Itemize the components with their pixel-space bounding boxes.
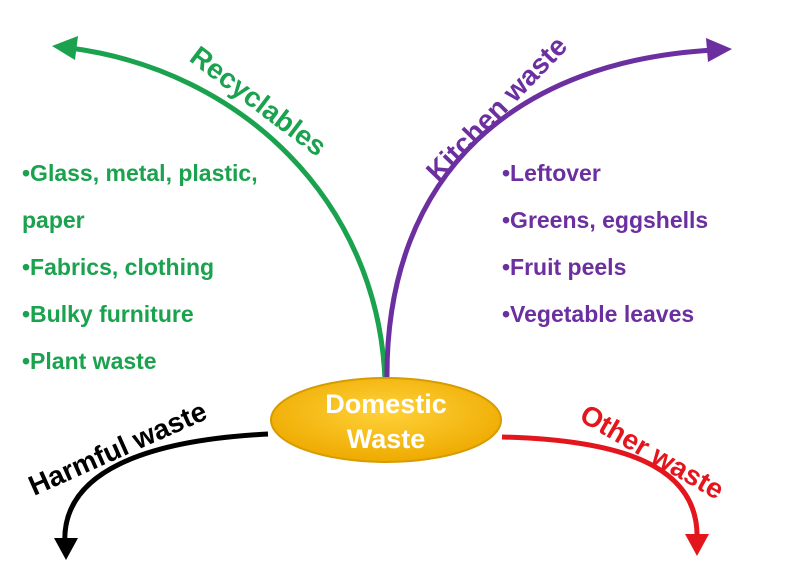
recyclables-items: •Glass, metal, plastic, paper •Fabrics, … xyxy=(22,150,312,385)
kitchen-arrow xyxy=(384,47,716,381)
recyclables-label: Recyclables xyxy=(184,40,332,162)
list-item: •Glass, metal, plastic, paper xyxy=(22,160,258,233)
list-item: •Leftover xyxy=(502,160,601,186)
other-arrowhead xyxy=(685,534,709,556)
recyclables-arrowhead xyxy=(52,36,78,60)
center-label-line2: Waste xyxy=(347,424,426,454)
list-item: •Plant waste xyxy=(22,348,157,374)
recyclables-arrow xyxy=(69,45,388,381)
harmful-label: Harmful waste xyxy=(24,395,211,501)
kitchen-arrowhead xyxy=(706,38,732,62)
list-item: •Greens, eggshells xyxy=(502,207,709,233)
harmful-arrow xyxy=(62,431,269,546)
other-label: Other waste xyxy=(575,398,729,505)
center-label-line1: Domestic xyxy=(325,389,447,419)
list-item: •Fruit peels xyxy=(502,254,627,280)
harmful-arrowhead xyxy=(54,538,78,560)
list-item: •Fabrics, clothing xyxy=(22,254,215,280)
center-node xyxy=(270,377,502,463)
list-item: •Bulky furniture xyxy=(22,301,194,327)
kitchen-items: •Leftover •Greens, eggshells •Fruit peel… xyxy=(502,150,782,338)
other-arrow xyxy=(501,434,700,541)
list-item: •Vegetable leaves xyxy=(502,301,695,327)
